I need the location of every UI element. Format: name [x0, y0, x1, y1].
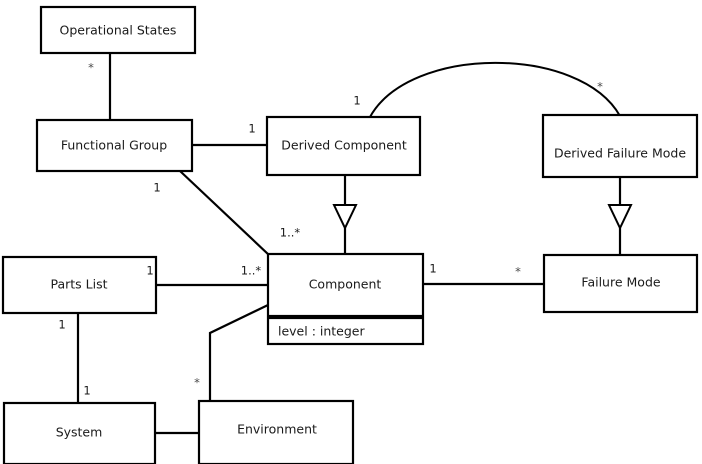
- class-box-component[interactable]: Component level : integer: [266, 252, 425, 346]
- association-line-functionalgroup-component: [179, 170, 270, 256]
- generalization-triangle-derivedfailuremode: [607, 204, 633, 231]
- class-name-derived-failure-mode: Derived Failure Mode: [554, 146, 686, 161]
- class-name-environment: Environment: [237, 422, 317, 437]
- multiplicity-environment-component-star: *: [194, 376, 200, 390]
- multiplicity-functionalgroup-derivedcomponent-1: 1: [248, 122, 255, 136]
- multiplicity-partslist-system-bottom-1: 1: [83, 384, 90, 398]
- class-box-derived-failure-mode[interactable]: Derived Failure Mode: [541, 113, 699, 179]
- class-box-derived-component[interactable]: Derived Component: [265, 115, 422, 177]
- class-name-parts-list: Parts List: [50, 277, 107, 292]
- multiplicity-derivedcomponent-curve-1: 1: [353, 94, 360, 108]
- class-box-failure-mode[interactable]: Failure Mode: [542, 253, 699, 314]
- class-box-system[interactable]: System: [2, 401, 157, 464]
- multiplicity-derivedfailuremode-curve-star: *: [597, 80, 603, 94]
- class-box-functional-group[interactable]: Functional Group: [35, 118, 194, 173]
- class-name-system: System: [56, 425, 103, 440]
- class-rect-derived-failure-mode: [541, 113, 699, 179]
- class-rect-failure-mode: [542, 253, 699, 314]
- class-rect-parts-list: [1, 255, 158, 315]
- multiplicity-functionalgroup-component-1star: 1..*: [280, 226, 301, 240]
- class-name-derived-component: Derived Component: [281, 138, 407, 153]
- multiplicity-component-failuremode-1: 1: [429, 262, 436, 276]
- multiplicity-partslist-component-1: 1: [146, 264, 153, 278]
- class-rect-system: [2, 401, 157, 464]
- multiplicity-partslist-system-top-1: 1: [58, 318, 65, 332]
- class-name-component: Component: [309, 277, 382, 292]
- class-rect-component: [266, 252, 425, 318]
- multiplicity-partslist-component-1star: 1..*: [241, 264, 262, 278]
- generalization-triangle-derivedcomponent: [332, 204, 358, 231]
- multiplicity-functionalgroup-component-1: 1: [153, 181, 160, 195]
- multiplicity-component-failuremode-star: *: [515, 265, 521, 279]
- class-box-environment[interactable]: Environment: [197, 399, 355, 464]
- class-rect-operational-states: [39, 5, 197, 55]
- multiplicity-opstates-star: *: [88, 61, 94, 75]
- class-box-parts-list[interactable]: Parts List: [1, 255, 158, 315]
- class-rect-functional-group: [35, 118, 194, 173]
- association-curve-derivedcomponent-derivedfailuremode: [369, 62, 621, 118]
- class-name-functional-group: Functional Group: [61, 138, 167, 153]
- class-attr-compartment-component: [266, 316, 425, 346]
- association-line-environment-component: [208, 304, 269, 402]
- class-attribute-level: level : integer: [278, 324, 365, 339]
- class-rect-derived-component: [265, 115, 422, 177]
- class-rect-environment: [197, 399, 355, 464]
- class-box-operational-states[interactable]: Operational States: [39, 5, 197, 55]
- class-name-operational-states: Operational States: [60, 23, 177, 38]
- class-name-failure-mode: Failure Mode: [581, 275, 660, 290]
